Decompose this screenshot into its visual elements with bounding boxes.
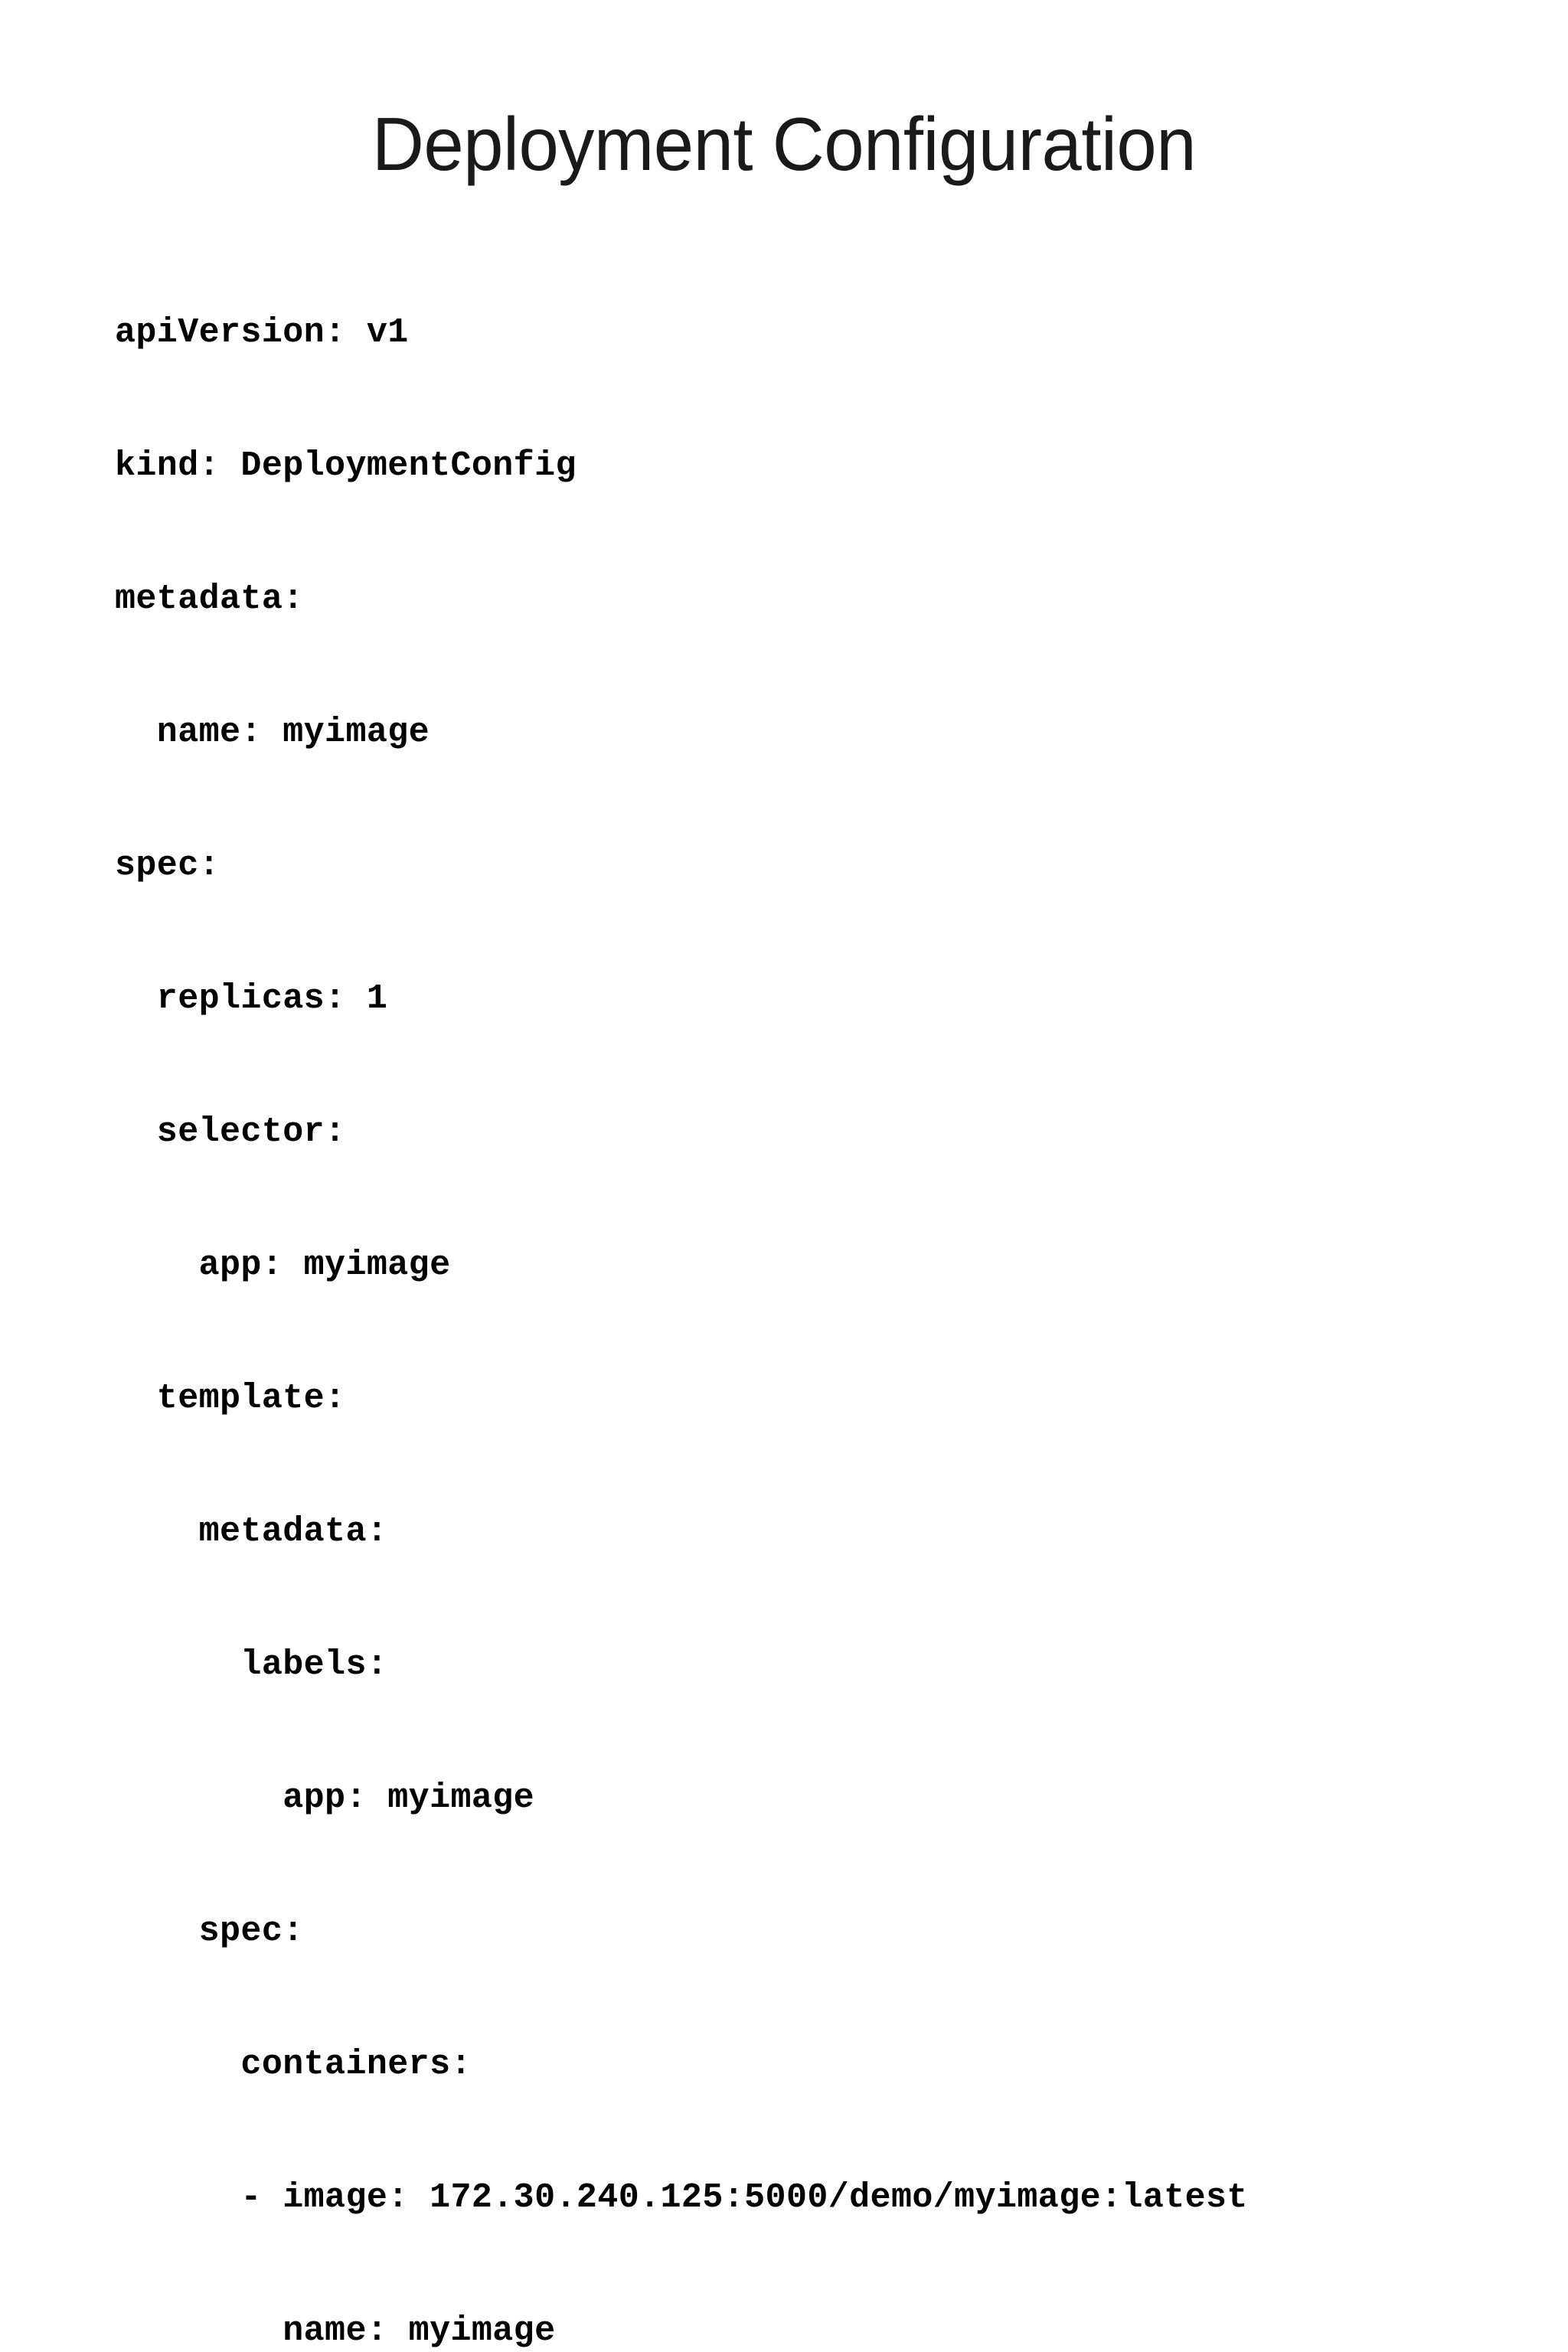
code-line: name: myimage <box>115 713 430 752</box>
slide-canvas: Deployment Configuration apiVersion: v1 … <box>115 101 1248 2350</box>
code-line: app: myimage <box>115 1246 451 1285</box>
code-line: kind: DeploymentConfig <box>115 446 577 485</box>
code-line: spec: <box>115 846 220 885</box>
code-line: labels: <box>115 1645 388 1684</box>
code-line: apiVersion: v1 <box>115 313 409 352</box>
code-line: containers: <box>115 2045 472 2084</box>
code-line: spec: <box>115 1912 304 1951</box>
code-line: metadata: <box>115 580 304 619</box>
code-line: name: myimage <box>115 2311 556 2350</box>
code-line: app: myimage <box>115 1779 535 1818</box>
code-line: replicas: 1 <box>115 979 388 1018</box>
code-line: metadata: <box>115 1512 388 1551</box>
code-line: selector: <box>115 1112 346 1152</box>
code-line: template: <box>115 1379 346 1418</box>
yaml-code-block: apiVersion: v1 kind: DeploymentConfig me… <box>115 222 1493 2352</box>
code-line: - image: 172.30.240.125:5000/demo/myimag… <box>115 2178 1248 2217</box>
page-title: Deployment Configuration <box>371 101 1197 186</box>
